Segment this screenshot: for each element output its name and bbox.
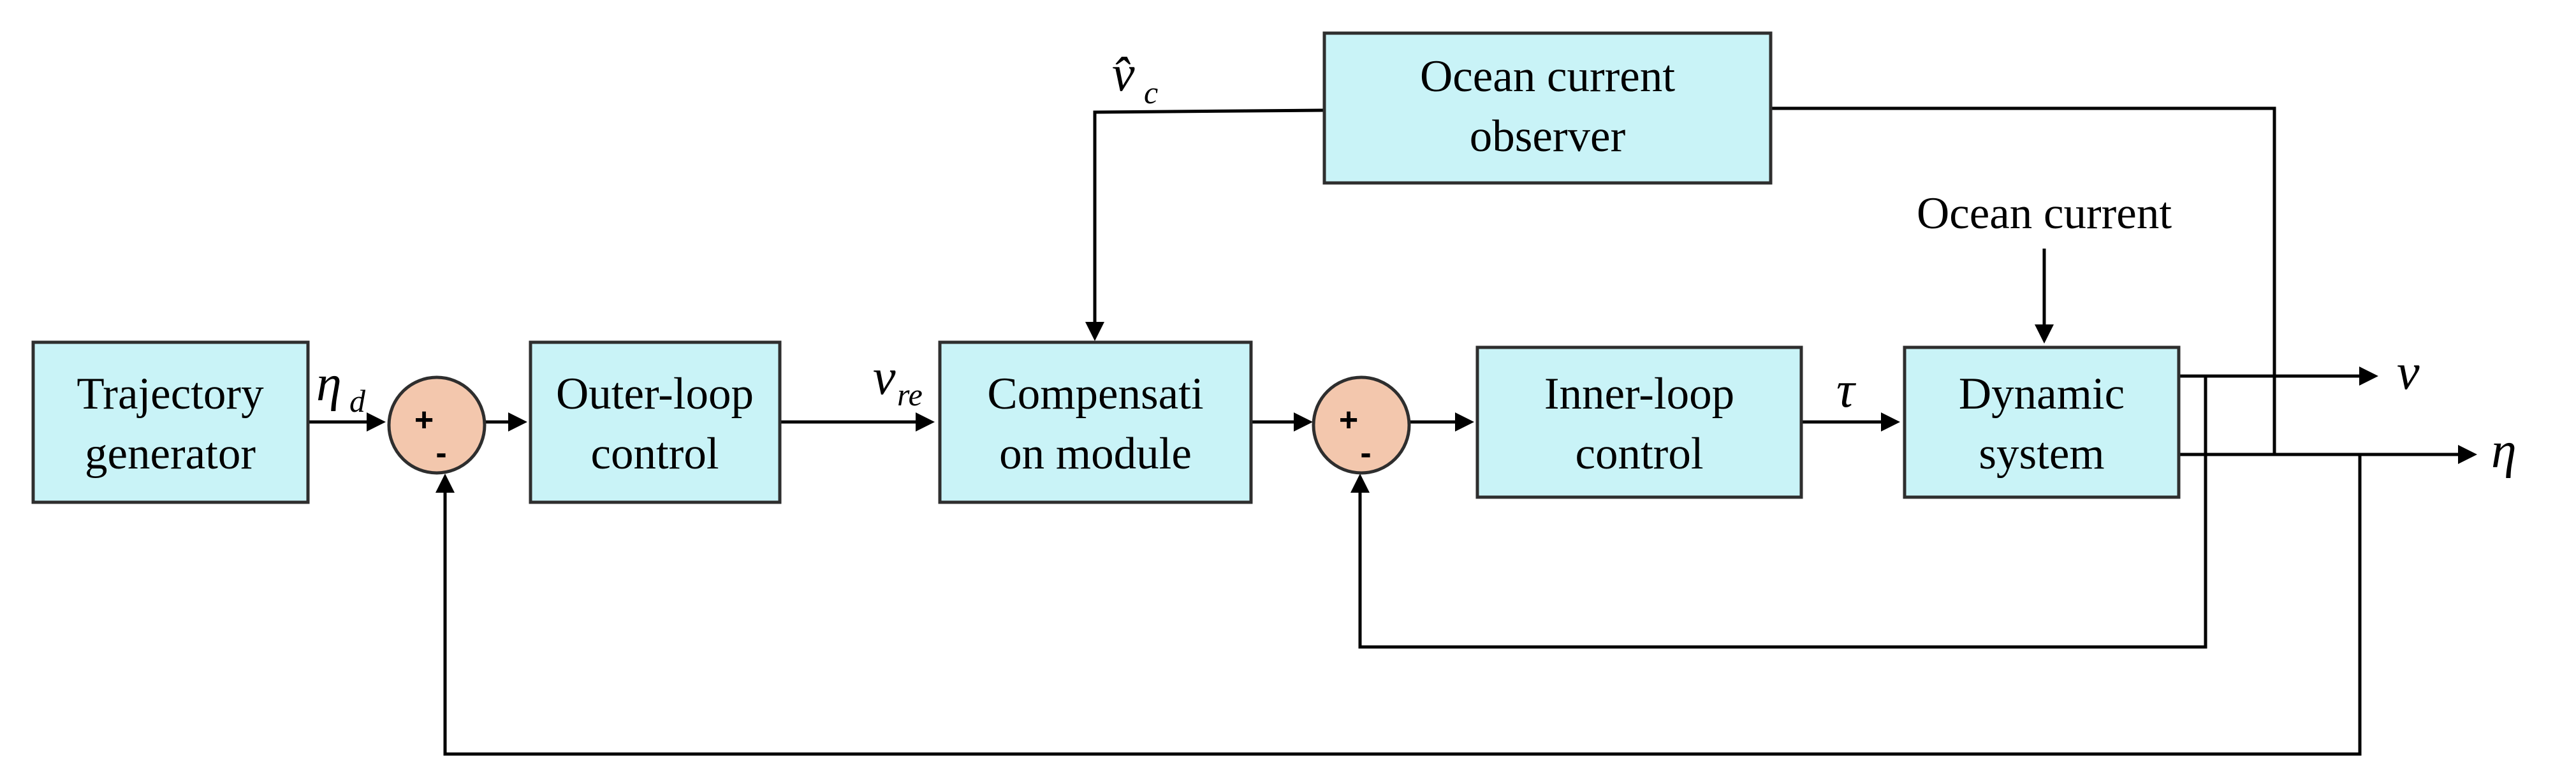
outer-loop-control-label-line2: control bbox=[590, 429, 719, 479]
eta-d-subscript: d bbox=[349, 383, 366, 419]
label-v-c-hat: v̂ c bbox=[1112, 46, 1158, 110]
inner-sum-plus-sign: + bbox=[1339, 402, 1358, 439]
v-re-subscript: re bbox=[897, 377, 923, 412]
compensation-module-block: Compensati on module bbox=[938, 340, 1253, 504]
ocean-current-observer-label-line1: Ocean current bbox=[1420, 52, 1675, 101]
outer-loop-control-label-line1: Outer-loop bbox=[556, 369, 754, 419]
wire-observer-input bbox=[1771, 106, 2276, 454]
v-c-hat-subscript: c bbox=[1144, 75, 1158, 110]
tau-label: τ bbox=[1836, 362, 1857, 418]
wire-v-c-hat bbox=[1085, 108, 1324, 341]
v-c-hat-symbol: v̂ bbox=[1112, 46, 1135, 102]
eta-d-symbol: η bbox=[316, 356, 342, 412]
ocean-current-disturbance-label: Ocean current bbox=[1917, 189, 2172, 238]
label-v-re: v re bbox=[873, 349, 923, 412]
outer-summing-junction: + - bbox=[387, 375, 487, 475]
inner-sum-minus-sign: - bbox=[1360, 435, 1371, 472]
inner-loop-control-label-line2: control bbox=[1575, 429, 1703, 479]
inner-loop-control-block: Inner-loop control bbox=[1475, 345, 1803, 499]
compensation-module-label-line2: on module bbox=[999, 429, 1192, 479]
outer-loop-control-block: Outer-loop control bbox=[529, 340, 782, 504]
nu-output-label: v bbox=[2397, 344, 2420, 400]
outer-sum-plus-sign: + bbox=[414, 402, 434, 439]
inner-loop-control-label-line1: Inner-loop bbox=[1544, 369, 1734, 419]
ocean-current-observer-block: Ocean current observer bbox=[1322, 31, 1773, 185]
ocean-current-observer-label-line2: observer bbox=[1470, 112, 1626, 161]
eta-output-label: η bbox=[2491, 423, 2517, 479]
trajectory-generator-label-line1: Trajectory bbox=[77, 369, 264, 419]
label-eta-d: η d bbox=[316, 356, 366, 419]
compensation-module-label-line1: Compensati bbox=[987, 369, 1203, 419]
wire-outer-feedback bbox=[435, 454, 2362, 756]
inner-summing-junction: + - bbox=[1312, 375, 1411, 475]
dynamic-system-label-line2: system bbox=[1979, 429, 2104, 479]
dynamic-system-block: Dynamic system bbox=[1903, 345, 2181, 499]
trajectory-generator-label-line2: generator bbox=[85, 429, 256, 479]
dynamic-system-label-line1: Dynamic bbox=[1959, 369, 2125, 419]
signal-wires bbox=[308, 106, 2477, 756]
wire-inner-feedback bbox=[1350, 376, 2207, 649]
trajectory-generator-block: Trajectory generator bbox=[31, 340, 310, 504]
v-re-symbol: v bbox=[873, 349, 896, 405]
outer-sum-minus-sign: - bbox=[435, 435, 446, 472]
